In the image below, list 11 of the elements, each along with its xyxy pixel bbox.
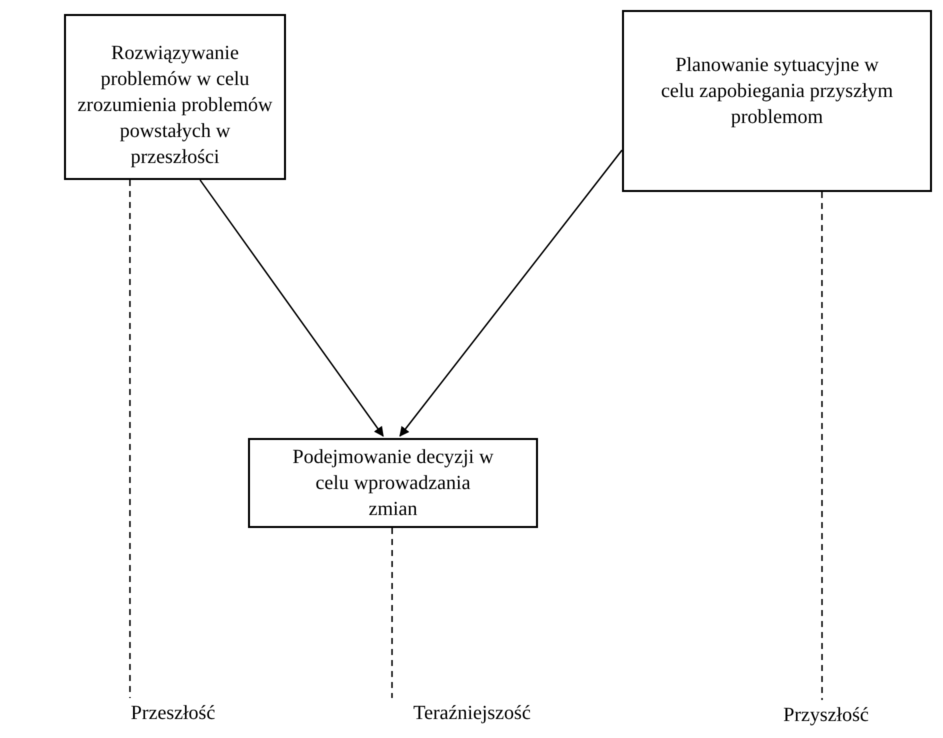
arrow xyxy=(399,150,623,437)
process-box: Podejmowanie decyzji w celu wprowadzania zmian xyxy=(248,438,538,528)
dashed-line xyxy=(821,192,823,700)
time-label: Przeszłość xyxy=(108,700,238,728)
dashed-line xyxy=(129,180,131,698)
process-box: Planowanie sytuacyjne w celu zapobiegania przyszłym problemom xyxy=(622,10,932,192)
arrow xyxy=(199,180,384,437)
time-label: Teraźniejszość xyxy=(392,700,552,728)
dashed-line xyxy=(391,528,393,698)
process-box: Rozwiązywanie problemów w celu zrozumienia problemów powstałych w przeszłości xyxy=(64,14,286,180)
time-label: Przyszłość xyxy=(766,702,886,730)
